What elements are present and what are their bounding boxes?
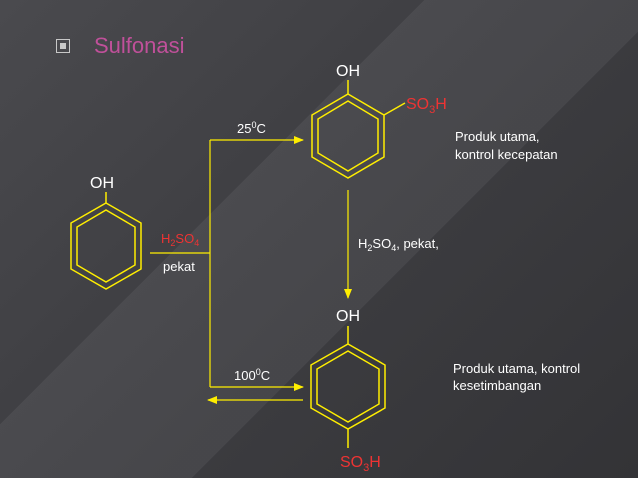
para-note-line1: Produk utama, kontrol [453, 361, 580, 376]
ortho-so3h-label: SO3H [406, 96, 447, 116]
para-so3h-label: SO3H [340, 454, 381, 474]
reagent-label: H2SO4 [161, 231, 199, 248]
para-oh-label: OH [336, 308, 360, 325]
ortho-oh-label: OH [336, 63, 360, 80]
para-note-line2: kesetimbangan [453, 378, 541, 393]
slide-title: Sulfonasi [94, 33, 185, 58]
reagent-pekat: pekat [163, 259, 195, 274]
top-condition-label: 250C [237, 120, 266, 136]
ortho-so3h-bond [383, 102, 406, 116]
bottom-condition-label: 1000C [234, 367, 270, 383]
ortho-product-molecule: OH SO3H [311, 63, 447, 179]
phenol-molecule: OH [70, 175, 142, 290]
phenol-inner-ring [76, 209, 136, 283]
title-row: Sulfonasi [56, 33, 185, 59]
phenol-ring [70, 202, 142, 290]
para-inner-ring [316, 350, 380, 423]
ortho-note-line2: kontrol kecepatan [455, 147, 558, 162]
para-product-molecule: OH SO3H [310, 308, 386, 474]
square-bullet-icon [56, 39, 70, 53]
ortho-inner-ring [317, 100, 379, 172]
ortho-ring [311, 93, 385, 179]
conversion-label: H2SO4, pekat, [358, 236, 439, 253]
ortho-note-line1: Produk utama, [455, 129, 540, 144]
phenol-oh-label: OH [90, 175, 114, 192]
para-ring [310, 343, 386, 430]
